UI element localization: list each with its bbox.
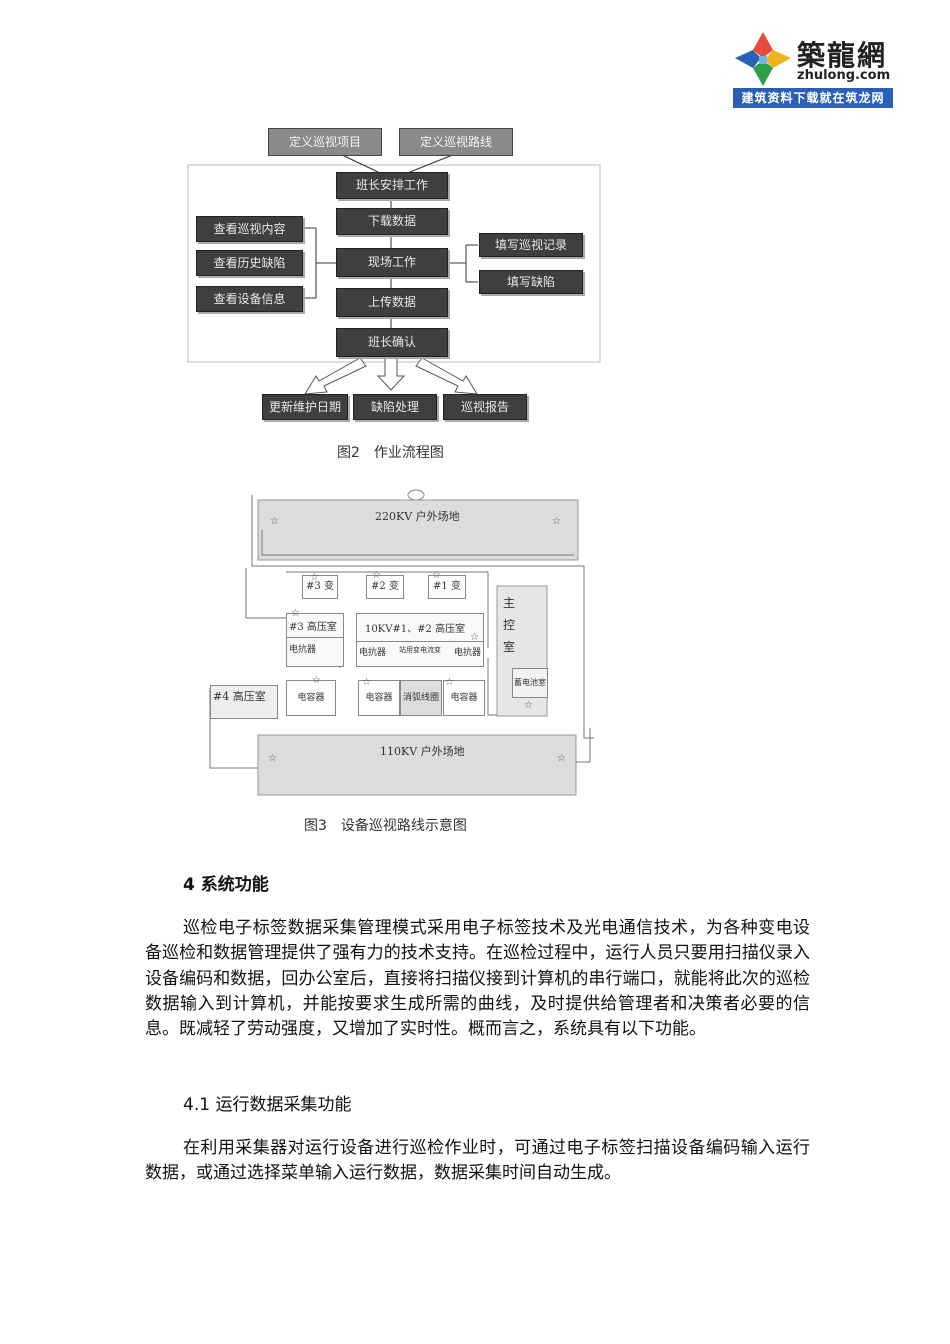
star-icon: ☆ bbox=[310, 572, 319, 583]
hv-room-12-bottom-row: 电抗器 站用变电流变 电抗器 bbox=[357, 641, 483, 661]
star-icon: ☆ bbox=[445, 677, 454, 688]
transformer-1-box: #1 变 bbox=[428, 575, 466, 599]
star-icon: ☆ bbox=[432, 570, 441, 581]
star-icon: ☆ bbox=[557, 753, 566, 764]
workflow-connectors bbox=[187, 153, 601, 395]
zhulong-emblem-icon bbox=[735, 32, 791, 86]
fill-patrol-record-box: 填写巡视记录 bbox=[479, 233, 583, 257]
patrol-route-lines bbox=[209, 489, 594, 796]
transformer-2-label: #2 变 bbox=[371, 581, 399, 592]
outdoor-220kv-label: 220KV 户外场地 bbox=[375, 510, 460, 523]
figure2-caption: 图2 作业流程图 bbox=[337, 445, 444, 461]
hv-room-12-label: 10KV#1、#2 高压室 bbox=[365, 624, 466, 635]
outdoor-110kv-label: 110KV 户外场地 bbox=[380, 745, 465, 758]
section-paragraph-2: 在利用采集器对运行设备进行巡检作业时，可通过电子标签扫描设备编码输入运行数据，或… bbox=[145, 1138, 810, 1184]
view-history-defects-box: 查看历史缺陷 bbox=[196, 250, 303, 276]
figure3-caption: 图3 设备巡视路线示意图 bbox=[304, 818, 467, 834]
define-patrol-route-box: 定义巡视路线 bbox=[399, 128, 513, 156]
star-icon: ☆ bbox=[524, 700, 533, 711]
subsection-heading: 4.1 运行数据采集功能 bbox=[183, 1095, 352, 1115]
star-icon: ☆ bbox=[470, 632, 479, 643]
star-icon: ☆ bbox=[268, 753, 277, 764]
confirm-box: 班长确认 bbox=[336, 328, 448, 357]
download-data-box: 下载数据 bbox=[336, 208, 448, 235]
main-control-char-3: 室 bbox=[503, 640, 516, 654]
reactor-left-label: 电抗器 bbox=[287, 637, 343, 659]
upload-data-box: 上传数据 bbox=[336, 288, 448, 317]
brand-chinese: 築龍網 bbox=[797, 39, 888, 72]
battery-room-box: 蓄电池室 bbox=[512, 668, 548, 698]
fill-defect-box: 填写缺陷 bbox=[479, 270, 583, 294]
star-icon: ☆ bbox=[362, 677, 371, 688]
star-icon: ☆ bbox=[270, 516, 279, 527]
patrol-route-figure: 220KV 户外场地 110KV 户外场地 #3 变 #2 变 #1 变 主 控… bbox=[0, 480, 950, 840]
capacitor-left-label: 电容器 bbox=[297, 693, 325, 703]
field-work-box: 现场工作 bbox=[336, 248, 448, 277]
main-control-char-1: 主 bbox=[503, 596, 516, 610]
battery-room-label: 蓄电池室 bbox=[514, 678, 546, 687]
star-icon: ☆ bbox=[372, 570, 381, 581]
transformer-2-box: #2 变 bbox=[366, 575, 404, 599]
view-device-info-box: 查看设备信息 bbox=[196, 286, 303, 312]
capacitor-mid-label: 电容器 bbox=[365, 693, 393, 703]
capacitor-left-box: 电容器 bbox=[286, 680, 336, 716]
view-patrol-content-box: 查看巡视内容 bbox=[196, 216, 303, 242]
transformer-1-label: #1 变 bbox=[433, 581, 461, 592]
reactor-mid-label: 电抗器 bbox=[359, 648, 387, 658]
star-icon: ☆ bbox=[291, 608, 300, 619]
star-icon: ☆ bbox=[312, 675, 321, 686]
brand-banner: 建筑资料下载就在筑龙网 bbox=[733, 88, 893, 108]
main-control-room-label: 主 控 室 bbox=[503, 592, 515, 658]
hv-room-4-label: #4 高压室 bbox=[213, 690, 266, 703]
station-transformer-label: 站用变电流变 bbox=[399, 646, 441, 654]
reactor-right-label: 电抗器 bbox=[453, 648, 481, 658]
capacitor-mid-box: 电容器 bbox=[358, 680, 400, 716]
transformer-3-box: #3 变 bbox=[302, 575, 338, 599]
hv-room-3-label: #3 高压室 bbox=[289, 622, 337, 633]
hv-room-12-box: 10KV#1、#2 高压室 电抗器 站用变电流变 电抗器 bbox=[356, 613, 484, 667]
hv-room-3-box: #3 高压室 电抗器 bbox=[286, 613, 344, 667]
patrol-report-box: 巡视报告 bbox=[443, 394, 527, 420]
defect-handling-box: 缺陷处理 bbox=[353, 394, 437, 420]
arc-coil-label: 消弧线圈 bbox=[402, 693, 439, 703]
hv-room-4-box: #4 高压室 bbox=[210, 685, 278, 719]
zhulong-logo: 築龍網 zhulong.com 建筑资料下载就在筑龙网 bbox=[733, 30, 893, 110]
brand-english: zhulong.com bbox=[797, 68, 891, 83]
transformer-3-label: #3 变 bbox=[306, 581, 334, 592]
update-maintenance-box: 更新维护日期 bbox=[262, 394, 348, 420]
section-heading: 4 系统功能 bbox=[183, 875, 269, 895]
capacitor-right-box: 电容器 bbox=[443, 680, 485, 716]
arrange-work-box: 班长安排工作 bbox=[336, 172, 448, 199]
star-icon: ☆ bbox=[552, 516, 561, 527]
define-patrol-item-box: 定义巡视项目 bbox=[268, 128, 382, 156]
main-control-char-2: 控 bbox=[503, 618, 516, 632]
arc-coil-box: 消弧线圈 bbox=[400, 680, 442, 716]
capacitor-right-label: 电容器 bbox=[450, 693, 478, 703]
workflow-figure: 定义巡视项目 定义巡视路线 班长安排工作 下载数据 现场工作 上传数据 班长确认… bbox=[0, 0, 950, 470]
section-paragraph-1: 巡检电子标签数据采集管理模式采用电子标签技术及光电通信技术，为各种变电设备巡检和… bbox=[145, 918, 810, 1040]
